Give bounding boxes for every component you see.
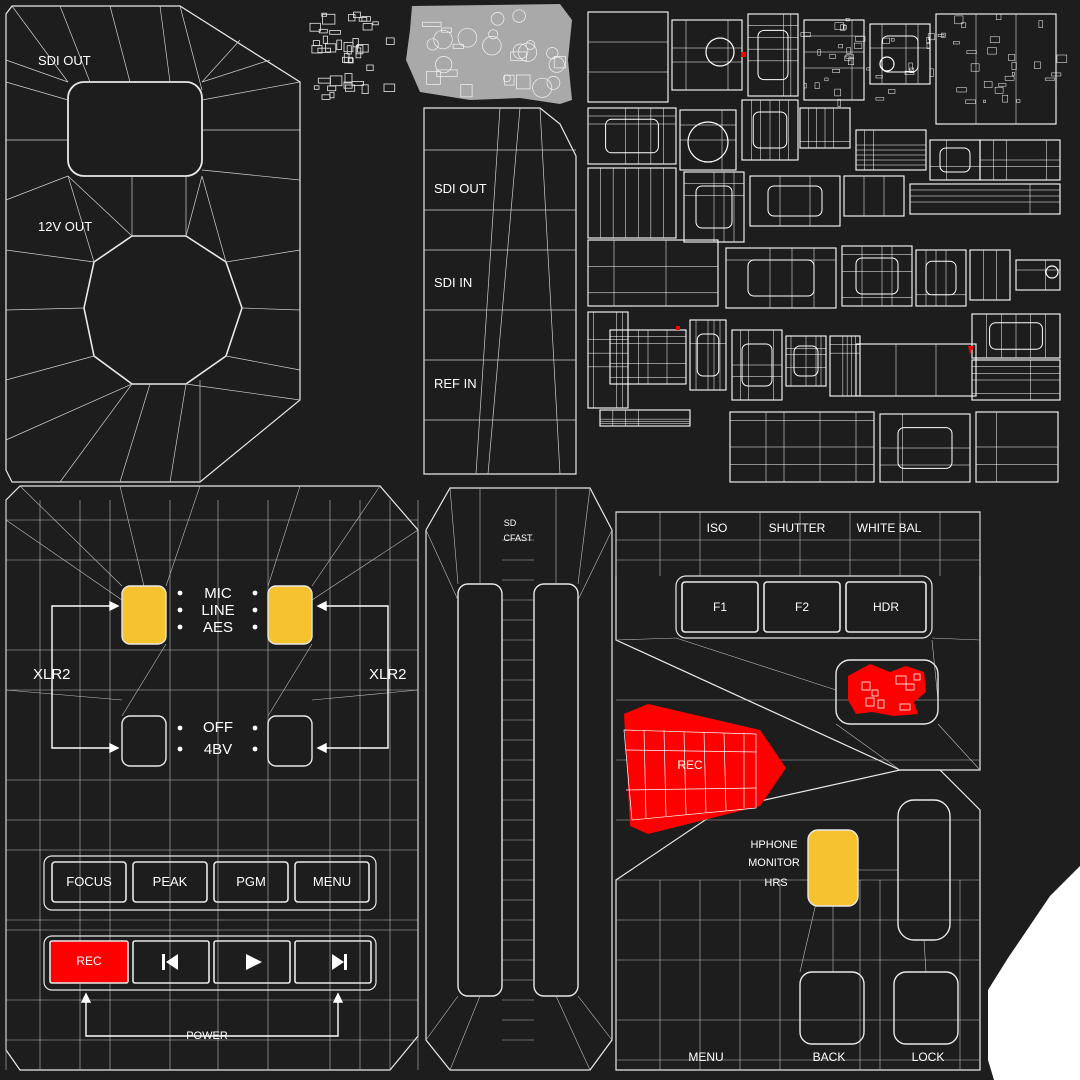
label-sd: SD	[503, 518, 517, 528]
skip-next-icon	[332, 954, 347, 970]
gray-uv-patch	[406, 4, 572, 104]
focus-button-label: FOCUS	[66, 874, 112, 889]
focus-button[interactable]	[51, 861, 127, 903]
f1-button[interactable]	[681, 581, 759, 633]
label-monitor: MONITOR	[748, 857, 800, 869]
label-back: BACK	[812, 1050, 846, 1064]
xlr-left-slider-top	[121, 585, 167, 645]
label-ref-in: REF IN	[434, 376, 477, 391]
lock-button-frame	[893, 971, 959, 1045]
panel-slot	[425, 487, 613, 1071]
label-xlr-left: XLR2	[33, 666, 71, 683]
xlr-right-slider-top	[267, 585, 313, 645]
label-sdi-out-left: SDI OUT	[38, 53, 91, 68]
label-sdi-out-strip: SDI OUT	[434, 181, 487, 196]
label-12v-out: 12V OUT	[38, 219, 93, 234]
label-line: LINE	[201, 602, 235, 619]
xlr-left-slider-bottom	[121, 715, 167, 767]
menu-button-label: MENU	[312, 874, 352, 889]
play-icon	[246, 954, 262, 970]
label-power: POWER	[186, 1030, 228, 1042]
f1-button-label: F1	[712, 600, 728, 614]
label-48v: 4BV	[203, 741, 233, 758]
label-mic: MIC	[204, 585, 232, 602]
label-shutter: SHUTTER	[768, 521, 826, 535]
label-sdi-in: SDI IN	[434, 275, 473, 290]
pgm-button-label: PGM	[236, 874, 266, 889]
hdr-button[interactable]	[845, 581, 927, 633]
rec-big-label: REC	[677, 758, 703, 772]
label-aes: AES	[202, 619, 234, 636]
dense-uv-atlas	[587, 10, 1068, 484]
label-off: OFF	[203, 719, 233, 736]
label-xlr-right: XLR2	[369, 666, 407, 683]
small-uv-cluster	[309, 11, 396, 100]
rec-button-label: REC	[76, 954, 102, 968]
red-status-patch	[848, 664, 926, 716]
skip-next-button[interactable]	[294, 940, 372, 984]
f2-button[interactable]	[763, 581, 841, 633]
white-corner-patch	[988, 866, 1080, 1080]
skip-previous-icon	[162, 954, 178, 970]
pgm-button[interactable]	[213, 861, 289, 903]
xlr-right-slider-bottom	[267, 715, 313, 767]
menu-button[interactable]	[294, 861, 370, 903]
skip-previous-button[interactable]	[132, 940, 210, 984]
peak-button-label: PEAK	[152, 874, 188, 889]
label-menu-bottom: MENU	[688, 1050, 724, 1064]
label-cfast: CFAST	[503, 533, 533, 543]
rec-button[interactable]	[49, 940, 129, 984]
panel-audio	[5, 485, 419, 1071]
panel-top-mid	[423, 107, 577, 475]
hdr-button-label: HDR	[873, 600, 899, 614]
label-hrs: HRS	[764, 877, 788, 889]
label-hphone: HPHONE	[750, 839, 798, 851]
play-button[interactable]	[213, 940, 291, 984]
label-iso: ISO	[706, 521, 728, 535]
peak-button[interactable]	[132, 861, 208, 903]
panel-top-left	[5, 5, 301, 483]
panel-controls	[615, 511, 981, 1071]
f2-button-label: F2	[794, 600, 810, 614]
label-lock: LOCK	[911, 1050, 945, 1064]
label-white-bal: WHITE BAL	[856, 521, 922, 535]
hphone-slider	[807, 829, 859, 907]
back-button-frame	[799, 971, 865, 1045]
